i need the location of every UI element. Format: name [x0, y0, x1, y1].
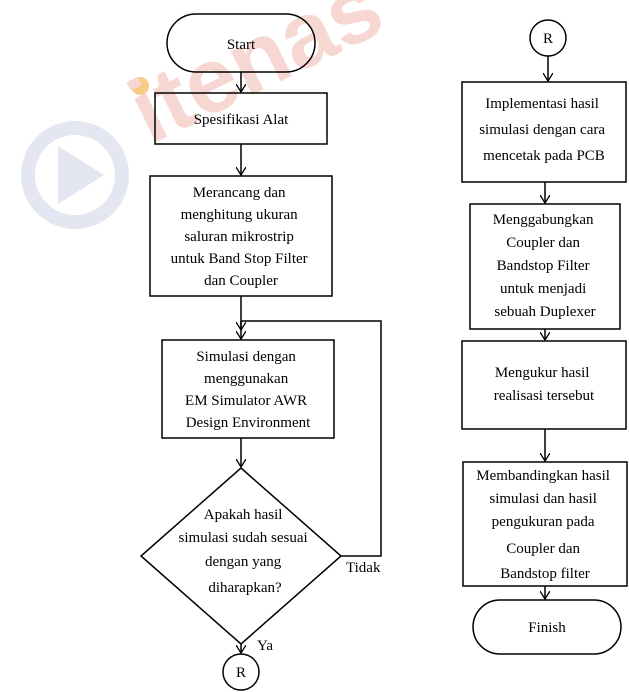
process-implementasi: Implementasi hasil simulasi dengan cara …	[461, 81, 627, 183]
connector-r-bottom-label: R	[236, 665, 246, 681]
connector-r-bottom: R	[222, 653, 260, 691]
menggabungkan-label: Menggabungkan Coupler dan Bandstop Filte…	[493, 212, 598, 320]
merancang-label: Merancang dan menghitung ukuran saluran …	[171, 185, 312, 289]
finish-label: Finish	[528, 620, 566, 636]
process-simulasi: Simulasi dengan menggunakan EM Simulator…	[161, 339, 335, 439]
process-mengukur: Mengukur hasil realisasi tersebut	[461, 340, 627, 430]
start-label: Start	[227, 37, 256, 53]
simulasi-label: Simulasi dengan menggunakan EM Simulator…	[185, 349, 311, 431]
edge-tidak-loop	[241, 320, 382, 557]
membandingkan-label: Membandingkan hasil simulasi dan hasil p…	[476, 468, 613, 582]
watermark-play-triangle	[58, 146, 104, 204]
decision-apakah-sesuai: Apakah hasil simulasi sudah sesuai denga…	[139, 467, 343, 645]
process-spesifikasi-alat: Spesifikasi Alat	[154, 92, 328, 145]
connector-r-top-label: R	[543, 31, 553, 47]
spesifikasi-label: Spesifikasi Alat	[194, 112, 289, 128]
process-merancang: Merancang dan menghitung ukuran saluran …	[149, 175, 333, 297]
start-terminal: Start	[166, 13, 316, 73]
connector-r-top: R	[529, 19, 567, 57]
process-membandingkan: Membandingkan hasil simulasi dan hasil p…	[462, 461, 628, 587]
watermark-play-logo	[21, 121, 129, 229]
decision-label: Apakah hasil simulasi sudah sesuai denga…	[179, 507, 312, 596]
finish-terminal: Finish	[472, 599, 622, 655]
mengukur-label: Mengukur hasil realisasi tersebut	[494, 365, 595, 404]
watermark-dot	[131, 77, 149, 95]
edge-label-ya: Ya	[257, 638, 273, 654]
implementasi-label: Implementasi hasil simulasi dengan cara …	[479, 96, 609, 164]
edge-label-tidak: Tidak	[346, 560, 381, 576]
process-menggabungkan: Menggabungkan Coupler dan Bandstop Filte…	[469, 203, 621, 330]
